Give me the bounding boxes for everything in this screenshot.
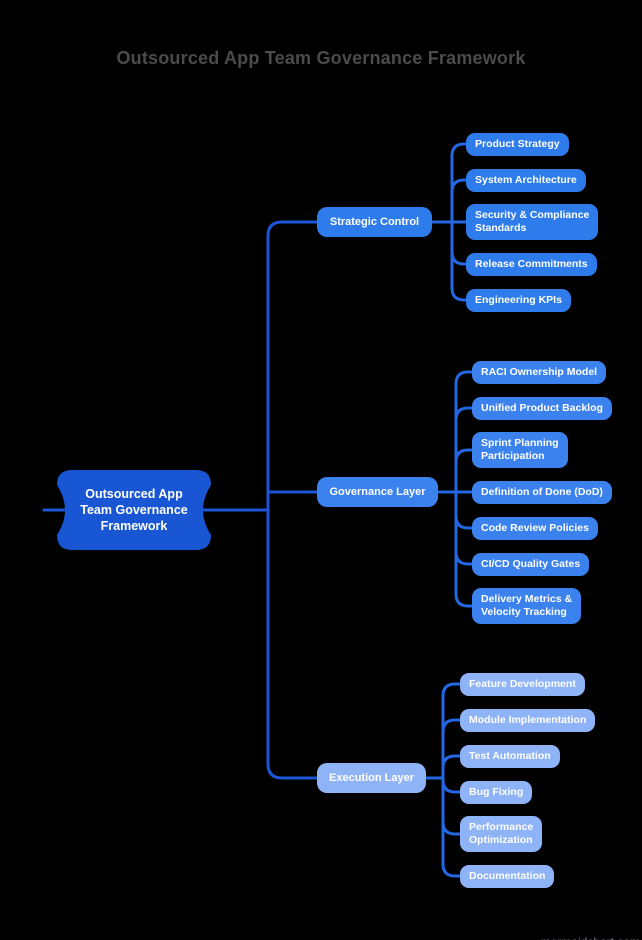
child-node-raci-ownership-model: RACI Ownership Model	[472, 360, 607, 384]
edge	[441, 718, 462, 780]
root-node: Outsourced App Team Governance Framework	[80, 487, 188, 533]
child-node-ci-cd-quality-gates: CI/CD Quality Gates	[472, 552, 590, 576]
child-node-performance-optimization: Performance Optimization	[460, 816, 543, 852]
edge	[454, 490, 474, 608]
root-bang-path	[57, 470, 211, 550]
branch-node-execution-layer: Execution Layer	[317, 763, 426, 793]
watermark: mermaidchart.com	[541, 935, 640, 940]
child-node-test-automation: Test Automation	[460, 744, 560, 768]
diagram-title: Outsourced App Team Governance Framework	[116, 48, 526, 68]
child-node-security-compliance-standards: Security & Compliance Standards	[466, 204, 599, 240]
child-node-unified-product-backlog: Unified Product Backlog	[472, 396, 612, 420]
edge	[450, 220, 468, 266]
edge	[454, 370, 474, 494]
root-node-shape	[57, 470, 211, 550]
branch-node-governance-layer: Governance Layer	[317, 477, 438, 507]
branch-node-strategic-control: Strategic Control	[317, 207, 432, 237]
edge	[450, 142, 468, 224]
child-node-bug-fixing: Bug Fixing	[460, 780, 533, 804]
child-node-product-strategy: Product Strategy	[466, 132, 569, 156]
edge	[441, 776, 462, 836]
edge	[266, 508, 319, 780]
edge	[454, 406, 474, 494]
child-node-feature-development: Feature Development	[460, 672, 585, 696]
edge	[454, 448, 474, 494]
child-node-definition-of-done-dod: Definition of Done (DoD)	[472, 480, 612, 504]
child-node-engineering-kpis: Engineering KPIs	[466, 288, 571, 312]
child-node-system-architecture: System Architecture	[466, 168, 586, 192]
edge	[454, 490, 474, 566]
edge	[266, 220, 319, 512]
edge	[450, 220, 468, 302]
child-node-release-commitments: Release Commitments	[466, 252, 597, 276]
edge	[450, 178, 468, 224]
child-node-delivery-metrics-velocity-tracking: Delivery Metrics & Velocity Tracking	[472, 588, 582, 624]
child-node-module-implementation: Module Implementation	[460, 708, 596, 732]
edge	[441, 776, 462, 794]
edge	[454, 490, 474, 530]
child-node-documentation: Documentation	[460, 864, 555, 888]
child-node-code-review-policies: Code Review Policies	[472, 516, 598, 540]
child-node-sprint-planning-participation: Sprint Planning Participation	[472, 432, 568, 468]
edge	[441, 754, 462, 780]
edge	[441, 682, 462, 780]
edge	[441, 776, 462, 878]
